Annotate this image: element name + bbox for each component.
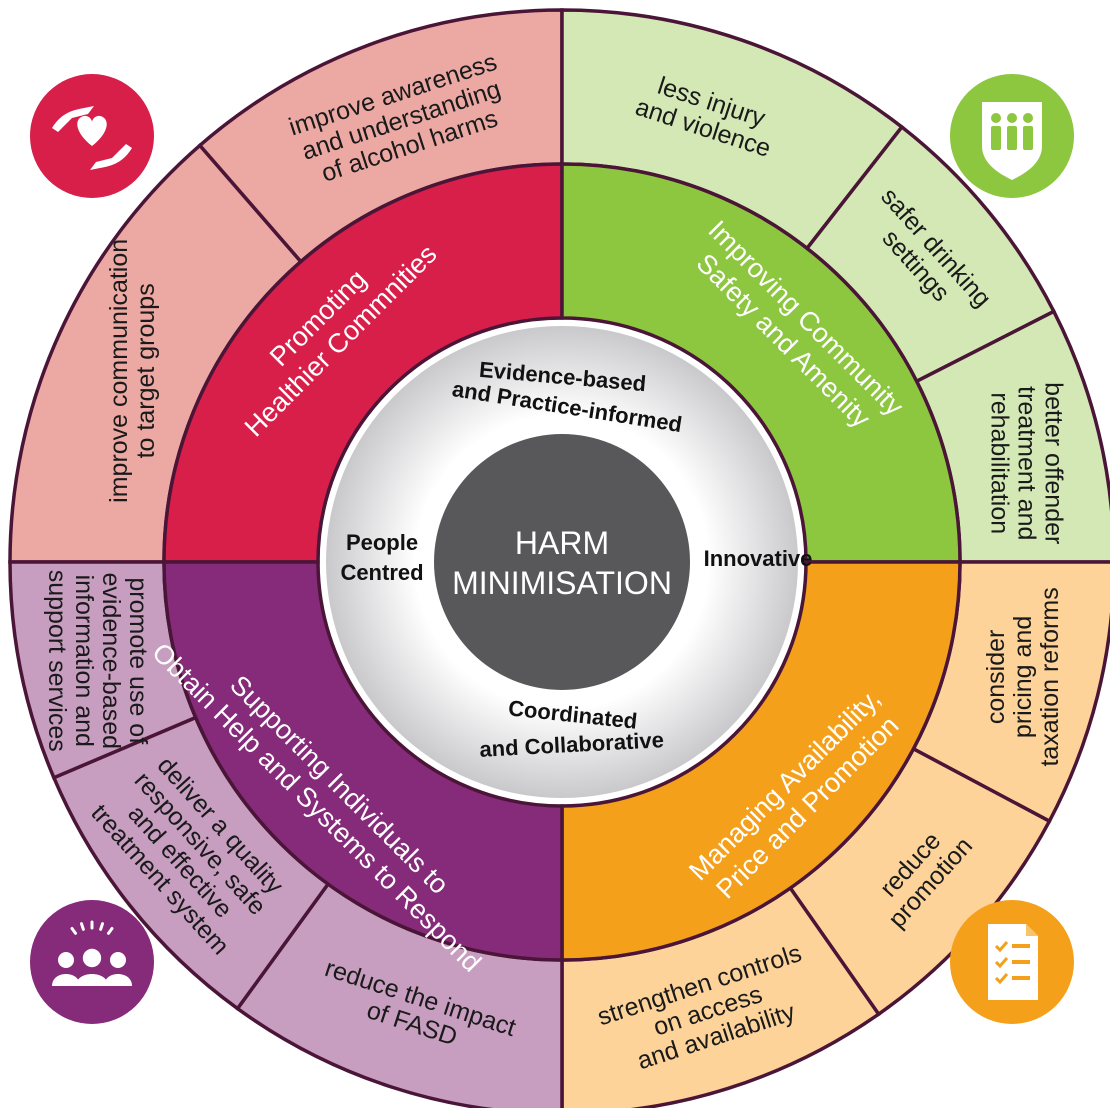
quadrant-healthier [162, 162, 564, 564]
quadrant-supporting [162, 560, 564, 962]
action-text-supporting-2-2: information and [70, 575, 98, 747]
quadrant-safety [560, 162, 962, 564]
action-text-healthier-1-0: improve communication [105, 239, 133, 503]
hands-heart-icon [30, 74, 154, 198]
action-text-safety-2-2: rehabilitation [986, 392, 1014, 534]
group-people-icon [30, 900, 154, 1024]
action-text-healthier-1-1: to target groups [132, 283, 160, 458]
center-title-line-2: MINIMISATION [452, 565, 672, 601]
action-text-safety-2-0: better offender [1040, 382, 1068, 544]
action-text-supporting-2-1: evidence-based [97, 573, 125, 750]
action-text-supporting-2-0: promote use of [124, 577, 152, 744]
center-title-line-1: HARM [515, 525, 609, 561]
people-shield-icon [950, 74, 1074, 198]
quadrant-icons [30, 74, 1074, 1024]
action-text-availability-0-2: taxation reforms [1036, 587, 1064, 766]
quadrant-availability [560, 560, 962, 962]
action-text-safety-2-1: treatment and [1013, 386, 1041, 540]
action-text-availability-0-1: pricing and [1009, 616, 1037, 738]
action-label-supporting-2: promote use ofevidence-basedinformation … [43, 570, 152, 752]
core-circle-group: HARM MINIMISATION [434, 434, 690, 690]
action-text-availability-0-0: consider [982, 630, 1010, 725]
principle-people-line-1: People [346, 530, 418, 555]
checklist-document-icon [950, 900, 1074, 1024]
principle-people-line-2: Centred [340, 560, 423, 585]
action-text-supporting-2-3: support services [43, 570, 71, 752]
core-circle [434, 434, 690, 690]
principle-innovative: Innovative [704, 546, 813, 571]
